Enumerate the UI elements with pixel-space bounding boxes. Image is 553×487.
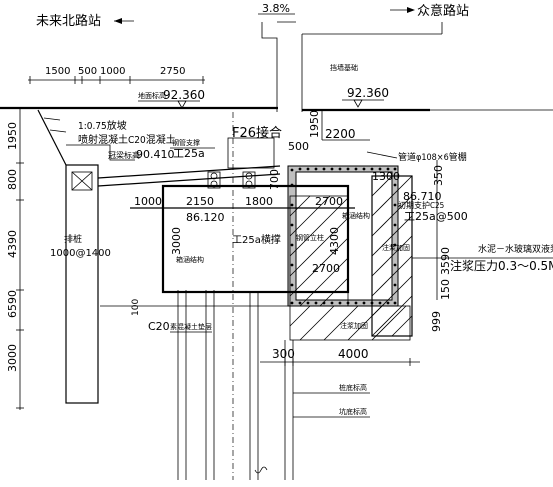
- box-note: 箱涵结构: [176, 255, 204, 264]
- elev-left: 92.360: [163, 88, 205, 102]
- dim-500-top: 500: [78, 66, 97, 77]
- c20-label: C20: [148, 320, 170, 333]
- box-label: 箱涵结构: [342, 211, 370, 220]
- support-jack-left: [207, 171, 221, 189]
- dim-1950-right: 1950: [308, 110, 321, 138]
- slope-hatch-1: [43, 117, 61, 121]
- dim-150: 150: [439, 279, 452, 300]
- pile-spec: 1000@1400: [50, 248, 111, 259]
- ground-elev-label: 地面标高: [138, 91, 166, 100]
- dim-1950-left: 1950: [6, 122, 19, 150]
- dim-3000-low: 3000: [6, 344, 19, 372]
- dim-800: 800: [6, 169, 19, 190]
- dim-2150: 2150: [186, 195, 214, 208]
- dim-4300: 4300: [328, 227, 341, 255]
- elev-right-marker: [353, 99, 363, 108]
- dim-3590: 3590: [439, 247, 452, 275]
- elev-86710: 86.710: [403, 190, 442, 203]
- shotcrete-leader: [66, 144, 135, 161]
- dim-2200: 2200: [325, 127, 356, 141]
- grout-bottom-label: 注浆加固: [340, 321, 368, 330]
- dim-2700-b: 2700: [312, 262, 340, 275]
- dim-3000-box: 3000: [170, 227, 183, 255]
- i25-beam: 工25a横撑: [232, 233, 281, 246]
- dim-500-mid: 500: [288, 140, 309, 153]
- pit-bottom-label: 坑底标高: [339, 407, 367, 416]
- elev-crown: 90.410: [136, 148, 175, 161]
- bored-pile-label: 排桩: [64, 233, 82, 245]
- crown-beam-label: 冠梁标高: [108, 150, 140, 160]
- pile-bottom-label: 桩底标高: [339, 383, 367, 392]
- pipe-column-label: 钢管立柱: [296, 233, 324, 242]
- grout-zone-label: 注浆加固: [382, 243, 410, 252]
- bottom-piles: [177, 290, 294, 480]
- dim-100: 100: [131, 299, 141, 316]
- grout-reinforce-bottom: [289, 305, 411, 341]
- dim-350: 350: [432, 165, 445, 186]
- dim-1000-top: 1000: [100, 66, 125, 77]
- wall-left-profile: [261, 22, 278, 112]
- slope-label: 3.8%: [262, 2, 290, 15]
- lining-label: 初期支护C25: [398, 200, 444, 210]
- grout-bottom-hatch: [289, 305, 407, 341]
- top-dim-ticks: [29, 76, 204, 84]
- c20-note: 素混凝土垫层: [170, 322, 212, 331]
- dim-1500: 1500: [45, 66, 70, 77]
- pipe-label: 管道φ108×6管棚: [398, 151, 467, 163]
- f26-box: [227, 137, 275, 169]
- slope-line: [37, 109, 67, 166]
- left-arrow-head: [114, 18, 122, 24]
- shotcrete-label: 喷射混凝土C20混凝土: [78, 133, 176, 146]
- break-symbol: [254, 466, 268, 474]
- strut-lower: [97, 173, 281, 187]
- elev-86120: 86.120: [186, 211, 225, 224]
- existing-structure-label: 挡墙基础: [330, 63, 358, 72]
- dim-2750: 2750: [160, 66, 185, 77]
- right-station-label: 众意路站: [417, 3, 469, 19]
- dim-1000-mid: 1000: [134, 195, 162, 208]
- elev-right: 92.360: [347, 86, 389, 100]
- support-jack-right: [242, 171, 256, 189]
- dim-2700-a: 2700: [315, 195, 343, 208]
- pile-cap: [71, 171, 93, 191]
- steel-arch: 工25a@500: [404, 210, 468, 223]
- grout-pressure: 注浆压力0.3～0.5Mpa: [450, 258, 553, 273]
- pile-cross-2: [71, 171, 93, 191]
- support-label: 钢管支撑: [172, 138, 200, 147]
- dim-4000: 4000: [338, 347, 369, 361]
- right-arrow-head: [407, 7, 415, 13]
- f26-label: F26接合: [232, 125, 282, 141]
- slope-ratio: 1:0.75放坡: [78, 119, 127, 132]
- left-dim-ticks: [16, 107, 24, 409]
- culvert-box: [161, 184, 350, 294]
- grout-label: 水泥－水玻璃双液浆: [478, 243, 553, 255]
- dim-1800: 1800: [245, 195, 273, 208]
- dim-300: 300: [272, 347, 295, 361]
- slope-hatch-2: [49, 129, 67, 133]
- dim-6590: 6590: [6, 290, 19, 318]
- dim-1300: 1300: [372, 170, 400, 183]
- dim-999: 999: [430, 311, 443, 332]
- dim-4390: 4390: [6, 230, 19, 258]
- dim-700: 700: [268, 169, 281, 190]
- bored-pile: [65, 164, 99, 404]
- i25-label: 工25a: [173, 147, 205, 160]
- pipe-leader: [366, 151, 398, 159]
- grout-zone-inner: [295, 171, 393, 301]
- elev-left-marker: [177, 100, 187, 109]
- grout-dots: [290, 167, 397, 305]
- left-station-label: 未来北路站: [36, 13, 101, 29]
